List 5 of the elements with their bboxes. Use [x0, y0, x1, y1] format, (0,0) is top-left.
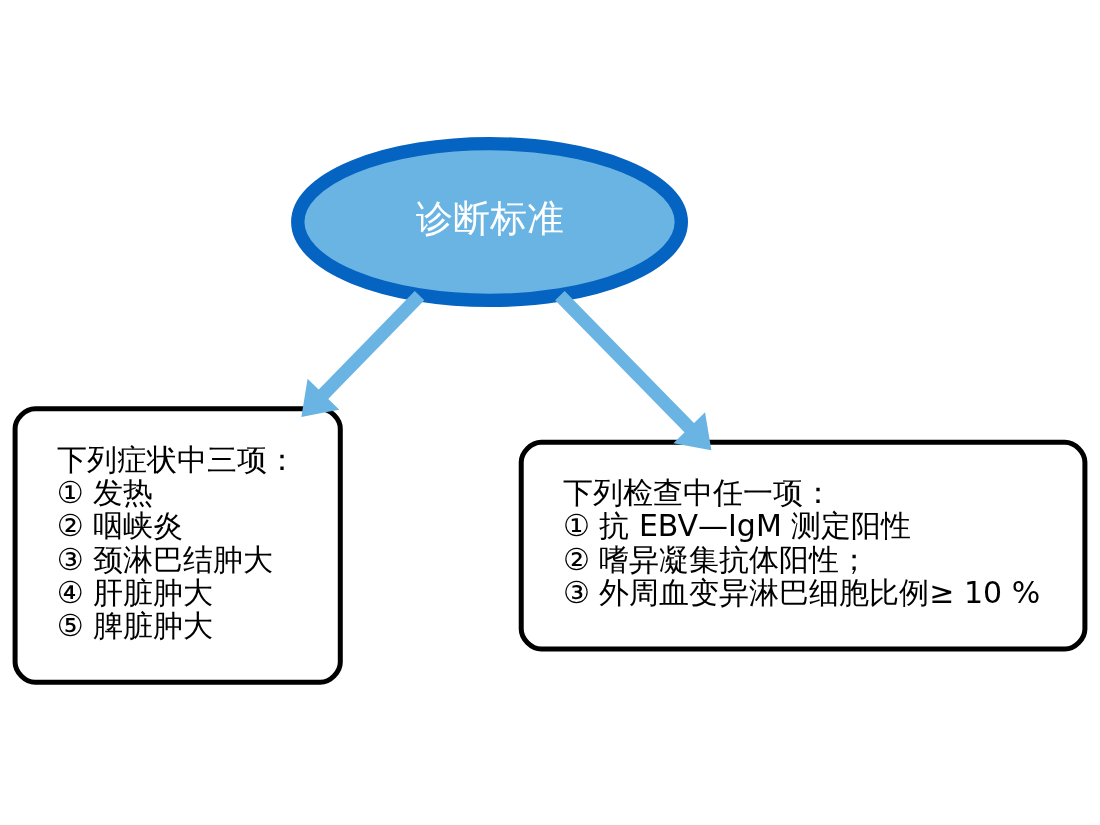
node-box: 下列症状中三项： ① 发热 ② 咽峡炎 ③ 颈淋巴结肿大 ④ 肝脏肿大 ⑤ 脾脏肿大 — [12, 405, 343, 685]
node-ellipse: 诊断标准 — [291, 136, 688, 307]
node-box: 下列检查中任一项： ① 抗 EBV—IgM 测定阳性 ② 嗜异凝集抗体阳性； ③ 外周血变异淋巴细胞比例≥ 10 % — [518, 439, 1088, 651]
arrow — [301, 290, 425, 417]
arrow — [555, 290, 712, 450]
